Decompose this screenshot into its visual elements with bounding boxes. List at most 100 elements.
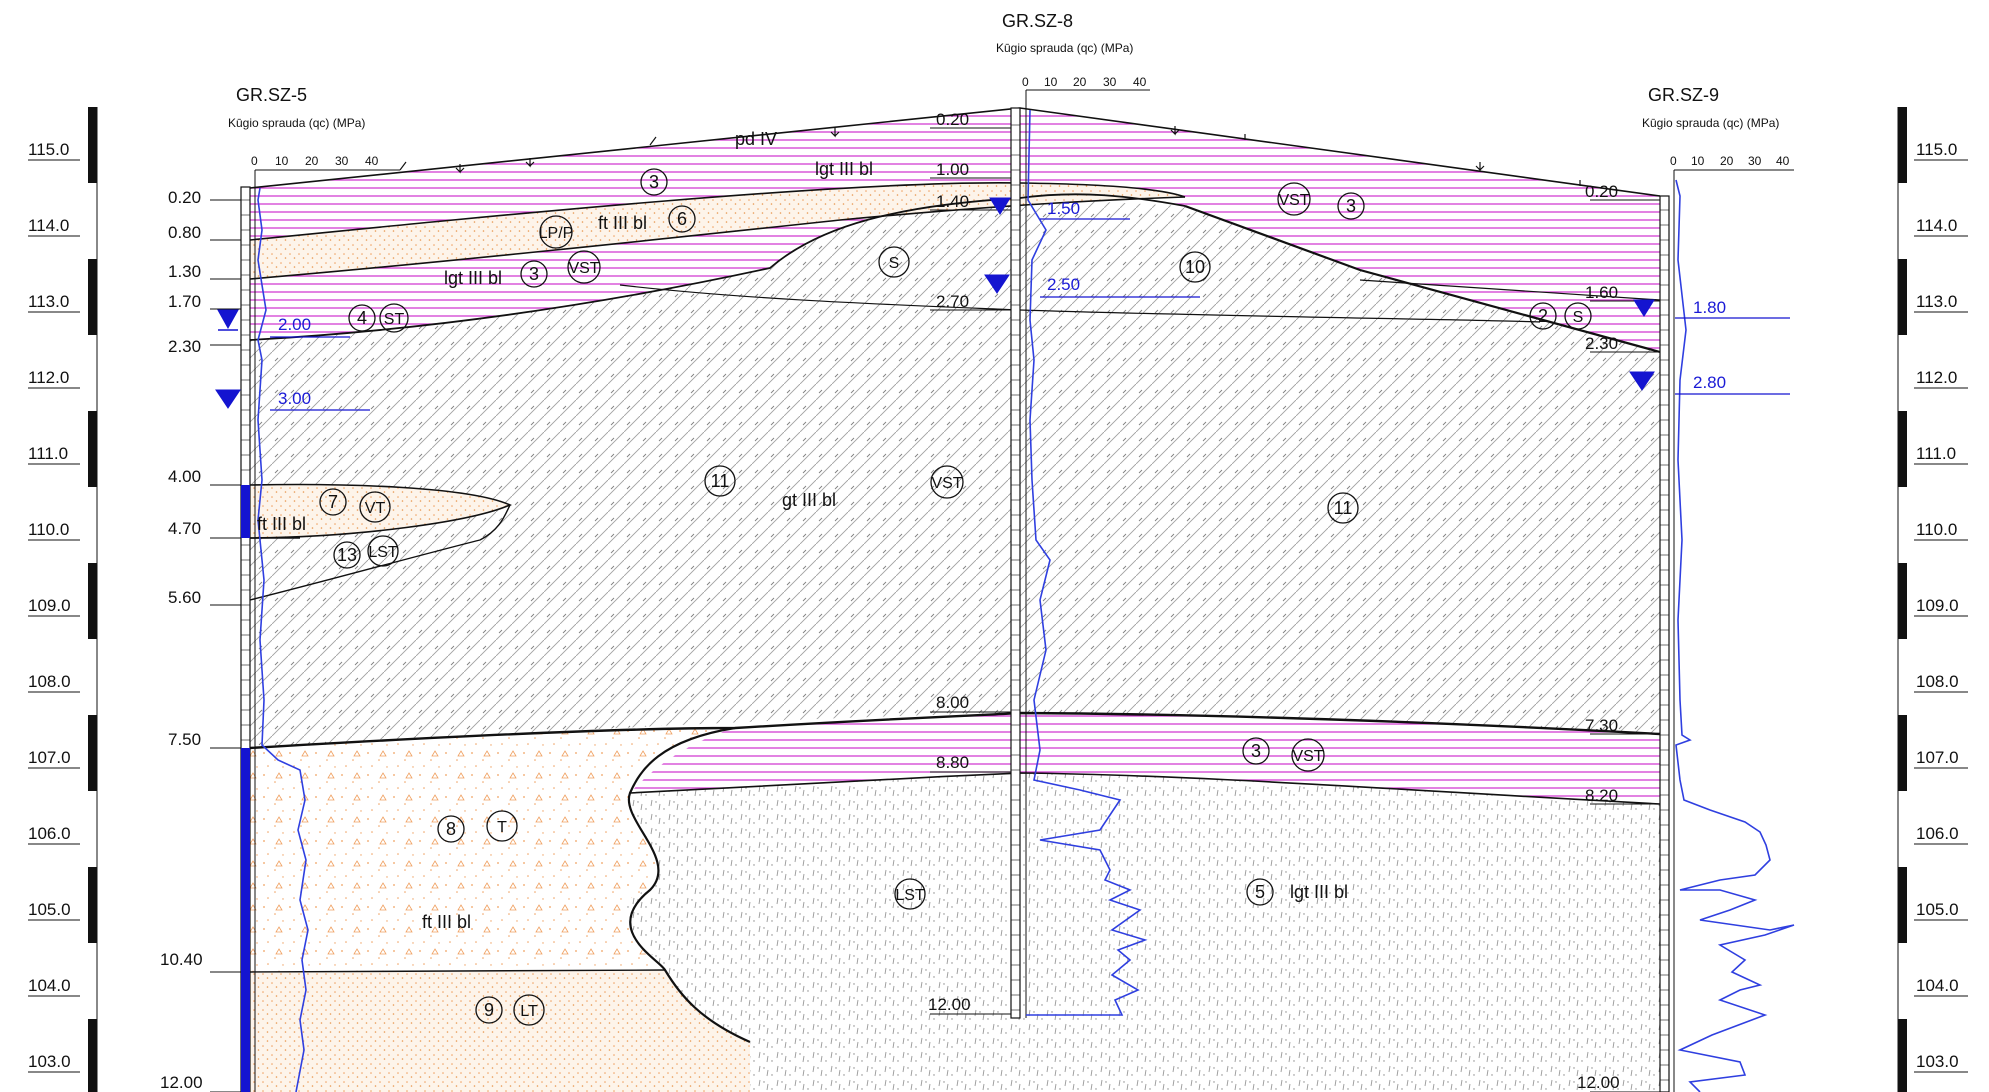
elevation-label: 108.0 [1916,672,1959,691]
water-level-label: 2.00 [278,315,311,334]
scale-tick: 0 [1670,154,1677,168]
soil-code: LT [520,1003,538,1020]
layer-number: 7 [328,492,338,512]
geology-label: lgt III bl [444,268,502,288]
elevation-label: 104.0 [28,976,71,995]
layer-codes: 3 6 3 4 7 13 11 8 9 3 10 11 2 3 5 LP/P V… [319,168,1592,1026]
soil-code: VST [568,260,599,277]
scale-tick: 0 [1022,75,1029,89]
cone-label-sz8: Kūgio sprauda (qc) (MPa) [996,41,1133,55]
depth-label: 12.00 [160,1073,203,1092]
layer-number: 3 [649,172,659,192]
elevation-label: 109.0 [1916,596,1959,615]
soil-code: S [1573,309,1584,326]
elevation-label: 105.0 [1916,900,1959,919]
depth-label: 0.20 [1585,182,1618,201]
scale-tick: 20 [1073,75,1087,89]
elevation-label: 113.0 [28,292,69,311]
elevation-label: 105.0 [28,900,71,919]
elevation-label: 111.0 [1916,444,1956,463]
layer-number: 3 [529,264,539,284]
layer-fills [250,108,1660,1092]
scale-tick: 40 [1133,75,1147,89]
layer-number: 2 [1538,306,1548,326]
cpt-graphs [254,89,1795,1092]
depth-label: 1.00 [936,160,969,179]
scale-tick: 10 [1691,154,1705,168]
geology-label: ft III bl [598,213,647,233]
elevation-label: 107.0 [1916,748,1959,767]
soil-code: LST [368,544,398,561]
depth-label: 10.40 [160,950,203,969]
depth-label: 7.30 [1585,716,1618,735]
sand-layer-8 [250,728,735,1025]
soil-code: ST [384,311,405,328]
depth-label: 12.00 [1577,1073,1620,1092]
elevation-label: 110.0 [1916,520,1957,539]
clay-layer-3-lower [630,713,1660,804]
layer-number: 3 [1346,196,1356,216]
elevation-label: 110.0 [28,520,69,539]
elevation-scale-left: 115.0 114.0 113.0 112.0 111.0 110.0 109.… [28,107,98,1092]
borehole-title-sz9: GR.SZ-9 [1648,85,1719,105]
geology-label: gt III bl [782,490,836,510]
layer-number: 11 [1334,498,1353,518]
layer-number: 5 [1255,882,1265,902]
scale-tick: 20 [305,154,319,168]
depth-label: 2.30 [1585,334,1618,353]
boundary-lines [249,107,1661,1044]
till-layer-11 [250,198,1660,748]
elevation-label: 107.0 [28,748,71,767]
depth-label: 0.20 [168,188,201,207]
sand-layer-9 [250,970,750,1092]
depth-label: 2.30 [168,337,201,356]
elevation-label: 114.0 [28,216,69,235]
loam-layer-5 [626,773,1660,1092]
layer-number: 3 [1251,741,1261,761]
borehole-columns [240,107,1670,1092]
depth-label: 1.60 [1585,283,1618,302]
depth-label: 0.80 [168,223,201,242]
geology-label: lgt III bl [815,159,873,179]
borehole-headers: GR.SZ-5 Kūgio sprauda (qc) (MPa) 0 10 20… [228,11,1790,168]
layer-number: 13 [337,545,357,565]
elevation-label: 103.0 [28,1052,71,1071]
scale-tick: 30 [335,154,349,168]
cone-label-sz9: Kūgio sprauda (qc) (MPa) [1642,116,1779,130]
borehole-title-sz8: GR.SZ-8 [1002,11,1073,31]
depth-label: 4.00 [168,467,201,486]
geology-label: ft III bl [257,514,306,534]
elevation-label: 111.0 [28,444,68,463]
depth-label: 1.30 [168,262,201,281]
depth-label: 8.80 [936,753,969,772]
layer-number: 8 [446,819,456,839]
depth-label: 1.40 [936,192,969,211]
depth-label: 12.00 [928,995,971,1014]
geology-label: pd IV [735,129,777,149]
depth-label: 8.00 [936,693,969,712]
water-levels: 2.00 3.00 1.50 2.50 1.80 2.80 [215,197,1790,411]
water-marker [215,197,1655,409]
elevation-label: 113.0 [1916,292,1957,311]
scale-tick: 0 [251,154,258,168]
soil-code: VST [931,475,962,492]
soil-code: VST [1292,748,1323,765]
cone-label-sz5: Kūgio sprauda (qc) (MPa) [228,116,365,130]
layer-number: 6 [677,209,687,229]
soil-code: LP/P [539,225,574,242]
elevation-label: 106.0 [28,824,71,843]
elevation-label: 112.0 [1916,368,1957,387]
depth-label: 4.70 [168,519,201,538]
elevation-label: 106.0 [1916,824,1959,843]
cpt-curve-sz8 [1026,109,1148,1016]
depth-labels: 0.20 0.80 1.30 1.70 2.30 4.00 4.70 5.60 … [160,110,1660,1092]
soil-code: VST [1278,192,1309,209]
soil-code: S [889,255,900,272]
soil-code: LST [895,887,925,904]
elevation-label: 115.0 [1916,140,1957,159]
layer-number: 10 [1185,257,1205,277]
scale-tick: 10 [275,154,289,168]
depth-label: 0.20 [936,110,969,129]
elevation-label: 104.0 [1916,976,1959,995]
